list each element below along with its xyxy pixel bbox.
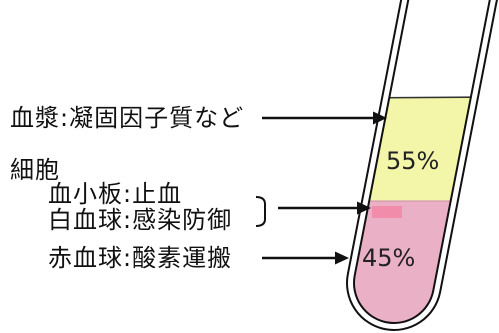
buffy-coat-arrow [278,201,371,215]
erythrocytes-label: 赤血球:酸素運搬 [48,244,233,272]
buffy-coat-arrow-head [357,201,371,215]
plasma-arrow-head [373,111,387,125]
tube-glass [346,0,499,331]
cells-heading: 細胞 [10,156,60,184]
plasma-percent-label: 55% [386,147,439,175]
plasma-surface-line [347,96,499,99]
platelets-label: 血小板:止血 [48,180,183,208]
red-cell-arrow [262,251,349,265]
plasma-label: 血漿:凝固因子質など [10,104,245,132]
buffy-coat-layer [372,206,402,218]
tube-inner-wall [353,0,499,324]
group-bracket [255,196,266,227]
tube-outer-wall [346,0,499,331]
cells-percent-label: 45% [362,244,415,272]
red-cell-arrow-head [335,251,349,265]
tube-contents [347,96,499,330]
plasma-arrow [262,111,387,125]
leukocytes-label: 白血球:感染防御 [48,206,233,234]
